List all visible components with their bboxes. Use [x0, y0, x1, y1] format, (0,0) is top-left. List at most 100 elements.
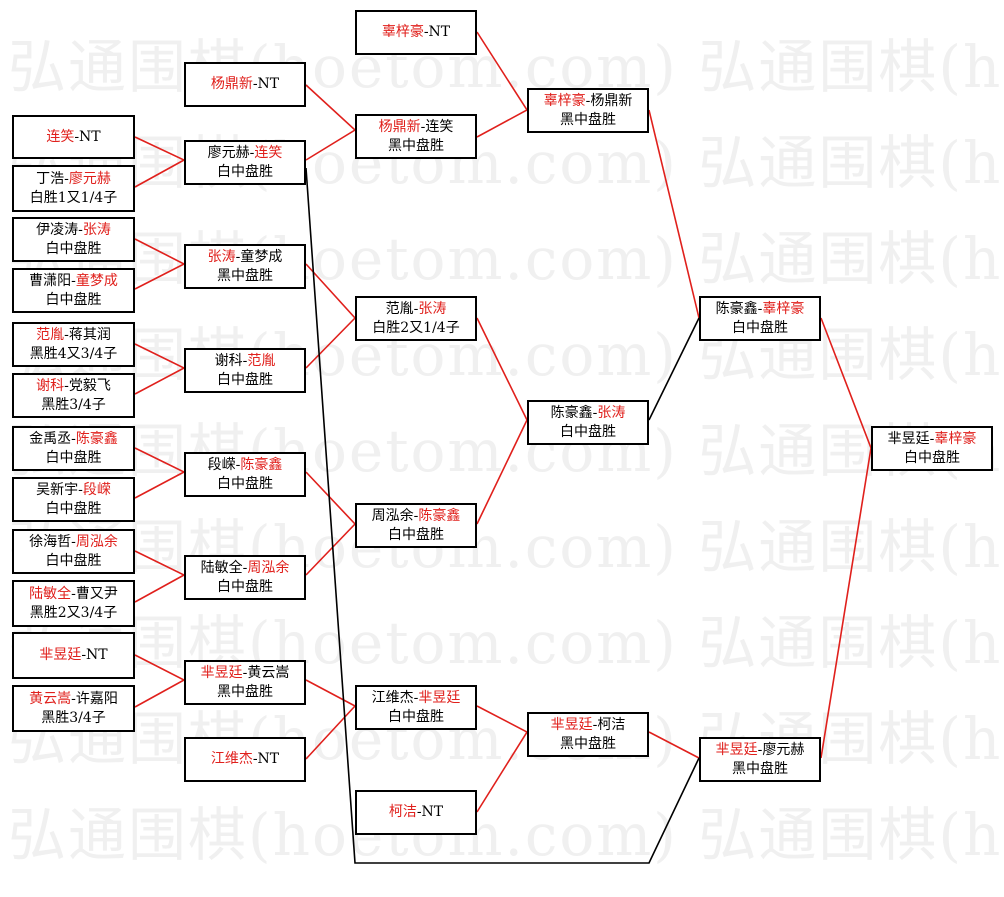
players-label: 陆敏全-周泓余	[200, 559, 290, 576]
match-box: 丁浩-廖元赫 白胜1又1/4子	[12, 165, 135, 212]
result-label: 白中盘胜	[45, 552, 102, 569]
match-box: 谢科-范胤 白中盘胜	[184, 348, 306, 393]
players-label: 陈豪鑫-辜梓豪	[715, 300, 805, 317]
result-label: 黑胜3/4子	[41, 709, 106, 726]
match-box: 徐海哲-周泓余 白中盘胜	[12, 529, 135, 574]
match-box: 陈豪鑫-张涛 白中盘胜	[527, 400, 649, 445]
result-label: 黑中盘胜	[560, 735, 616, 752]
result-label: 白中盘胜	[904, 449, 960, 466]
match-box: 周泓余-陈豪鑫 白中盘胜	[355, 503, 477, 548]
result-label: 白胜2又1/4子	[372, 319, 460, 336]
connector-line	[648, 731, 700, 759]
match-box: 金禹丞-陈豪鑫 白中盘胜	[12, 426, 135, 471]
players-label: 伊凌涛-张涛	[36, 221, 111, 238]
players-label: 芈昱廷-柯洁	[550, 716, 626, 733]
players-label: 范胤-张涛	[385, 300, 447, 317]
result-label: 黑胜3/4子	[41, 396, 106, 413]
match-box: 辜梓豪-NT	[355, 10, 477, 55]
result-label: 白中盘胜	[217, 371, 273, 388]
match-box: 陈豪鑫-辜梓豪 白中盘胜	[699, 296, 821, 341]
result-label: 黑中盘胜	[388, 137, 444, 154]
result-label: 白中盘胜	[217, 578, 273, 595]
connector-line	[820, 317, 872, 759]
players-label: 连笑-NT	[46, 128, 101, 145]
players-label: 陆敏全-曹又尹	[29, 585, 118, 602]
connector-line	[134, 238, 186, 290]
connector-line	[134, 550, 186, 603]
match-box: 连笑-NT	[12, 115, 135, 159]
match-box: 芈昱廷-NT	[12, 632, 135, 679]
match-box: 廖元赫-连笑 白中盘胜	[184, 140, 306, 185]
connector-line	[305, 167, 700, 864]
result-label: 白中盘胜	[45, 291, 102, 308]
result-label: 白中盘胜	[388, 526, 444, 543]
final-match-box: 芈昱廷-辜梓豪 白中盘胜	[871, 426, 993, 471]
match-box: 曹潇阳-童梦成 白中盘胜	[12, 268, 135, 313]
players-label: 杨鼎新-连笑	[378, 118, 454, 135]
result-label: 白中盘胜	[217, 163, 273, 180]
players-label: 江维杰-芈昱廷	[371, 689, 461, 706]
match-box: 芈昱廷-黄云嵩 黑中盘胜	[184, 660, 306, 705]
match-box: 张涛-童梦成 黑中盘胜	[184, 244, 306, 289]
result-label: 白中盘胜	[217, 475, 273, 492]
players-label: 周泓余-陈豪鑫	[371, 507, 461, 524]
players-label: 谢科-范胤	[214, 352, 276, 369]
players-label: 芈昱廷-廖元赫	[715, 741, 805, 758]
connector-line	[648, 109, 700, 319]
result-label: 白中盘胜	[45, 449, 102, 466]
match-box: 陆敏全-曹又尹 黑胜2又3/4子	[12, 580, 135, 627]
match-box: 吴新宇-段嵘 白中盘胜	[12, 477, 135, 522]
players-label: 芈昱廷-NT	[39, 647, 108, 663]
players-label: 金禹丞-陈豪鑫	[29, 430, 118, 447]
players-label: 谢科-党毅飞	[36, 377, 111, 394]
result-label: 白胜1又1/4子	[29, 189, 118, 206]
result-label: 黑中盘胜	[217, 683, 273, 700]
match-box: 江维杰-NT	[184, 737, 306, 782]
players-label: 徐海哲-周泓余	[29, 533, 118, 550]
players-label: 柯洁-NT	[388, 804, 444, 820]
players-label: 陈豪鑫-张涛	[550, 404, 626, 421]
match-box: 柯洁-NT	[355, 790, 477, 835]
result-label: 白中盘胜	[388, 708, 444, 725]
players-label: 张涛-童梦成	[207, 248, 283, 265]
players-label: 范胤-蒋其润	[36, 326, 111, 343]
result-label: 黑中盘胜	[217, 267, 273, 284]
match-box: 杨鼎新-NT	[184, 62, 306, 107]
match-box: 范胤-张涛 白胜2又1/4子	[355, 296, 477, 341]
result-label: 白中盘胜	[45, 240, 102, 257]
match-box: 芈昱廷-柯洁 黑中盘胜	[527, 712, 649, 757]
match-box: 杨鼎新-连笑 黑中盘胜	[355, 114, 477, 159]
connector-line	[305, 84, 357, 161]
match-box: 黄云嵩-许嘉阳 黑胜3/4子	[12, 685, 135, 732]
players-label: 丁浩-廖元赫	[36, 170, 111, 187]
players-label: 段嵘-陈豪鑫	[207, 456, 283, 473]
match-box: 芈昱廷-廖元赫 黑中盘胜	[699, 737, 821, 782]
result-label: 黑胜4又3/4子	[29, 345, 118, 362]
result-label: 白中盘胜	[560, 423, 616, 440]
match-box: 伊凌涛-张涛 白中盘胜	[12, 217, 135, 262]
players-label: 江维杰-NT	[210, 751, 280, 767]
players-label: 黄云嵩-许嘉阳	[29, 690, 118, 707]
connector-line	[476, 31, 529, 138]
match-box: 江维杰-芈昱廷 白中盘胜	[355, 685, 477, 730]
match-box: 谢科-党毅飞 黑胜3/4子	[12, 373, 135, 418]
connector-line	[476, 317, 528, 525]
players-label: 芈昱廷-黄云嵩	[200, 664, 290, 681]
result-label: 黑中盘胜	[560, 111, 616, 128]
players-label: 杨鼎新-NT	[210, 76, 280, 92]
result-label: 白中盘胜	[45, 500, 102, 517]
result-label: 黑胜2又3/4子	[29, 604, 118, 621]
players-label: 吴新宇-段嵘	[36, 481, 111, 498]
players-label: 辜梓豪-NT	[381, 24, 451, 40]
players-label: 辜梓豪-杨鼎新	[543, 92, 633, 109]
match-box: 段嵘-陈豪鑫 白中盘胜	[184, 452, 306, 497]
connector-line	[305, 679, 357, 760]
result-label: 黑中盘胜	[732, 760, 788, 777]
players-label: 廖元赫-连笑	[207, 144, 283, 161]
match-box: 范胤-蒋其润 黑胜4又3/4子	[12, 322, 135, 367]
connector-line	[134, 447, 186, 499]
result-label: 白中盘胜	[732, 319, 788, 336]
connector-line	[648, 317, 700, 421]
players-label: 曹潇阳-童梦成	[29, 272, 118, 289]
